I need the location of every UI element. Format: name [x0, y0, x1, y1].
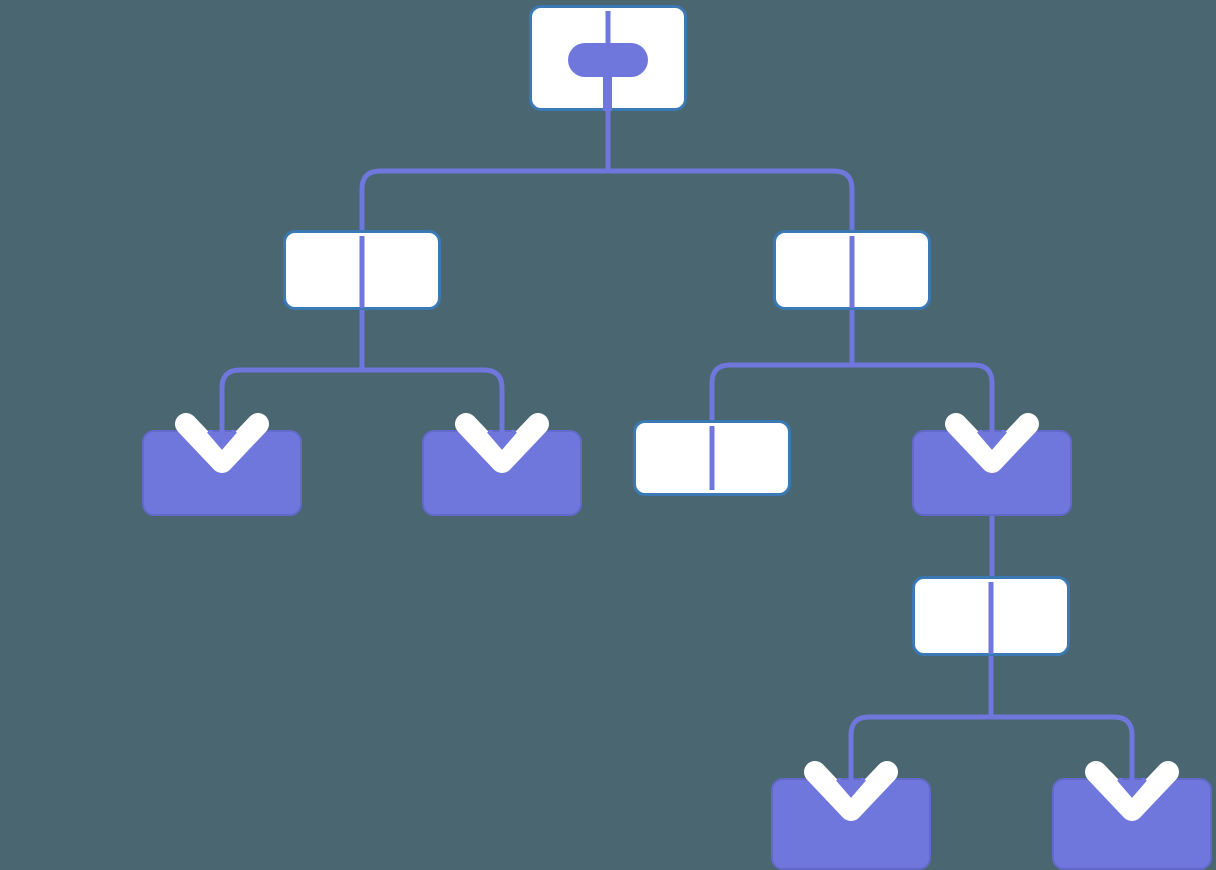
arrowhead-e-l2left-l3a [175, 402, 269, 473]
node-l5-b[interactable] [1052, 778, 1212, 870]
arrowhead-e-l4-l5b [1085, 750, 1179, 821]
arrowhead-e-l4-l5a [804, 750, 898, 821]
arrowhead-e-l2left-l3b [455, 402, 549, 473]
arrowhead-e-l2right-l3d [945, 402, 1039, 473]
